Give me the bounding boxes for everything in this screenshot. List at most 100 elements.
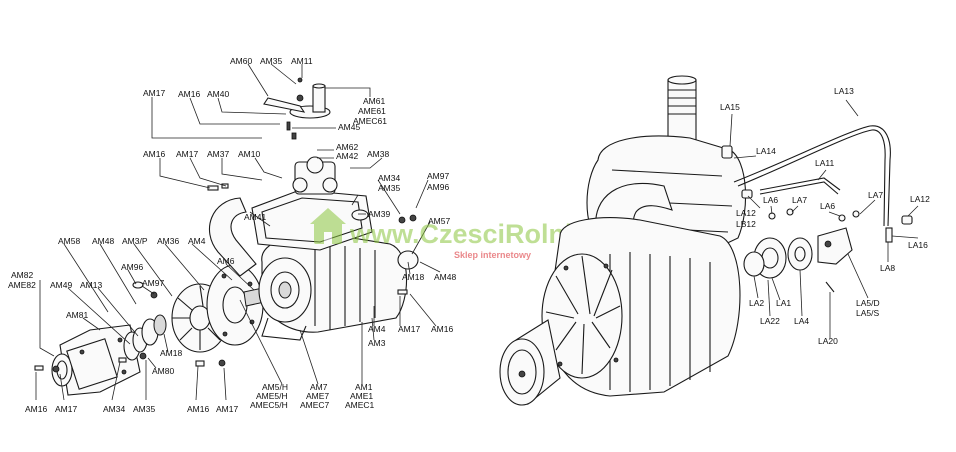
label-am42: AM42 — [336, 151, 358, 161]
label-am57: AM57 — [428, 216, 450, 226]
left-labels: AM60 AM35 AM11 AM61 AME61 AMEC61 AM17 AM… — [8, 56, 456, 414]
watermark-tagline: Sklep internetowy — [454, 250, 531, 260]
label-la6-a: LA6 — [763, 195, 778, 205]
lever-am60-drawing — [263, 77, 331, 140]
nut-am17-bl-drawing — [52, 365, 60, 373]
label-am35-bottom: AM35 — [133, 404, 155, 414]
label-la2: LA2 — [749, 298, 764, 308]
washer-am96-drawing — [398, 216, 406, 224]
label-am3p: AM3/P — [122, 236, 148, 246]
pump-body-am1-drawing — [258, 233, 408, 341]
label-amec7: AMEC7 — [300, 400, 330, 410]
label-am16-mid: AM16 — [143, 149, 165, 159]
label-am17-bottom-left: AM17 — [55, 404, 77, 414]
label-amec61: AMEC61 — [353, 116, 387, 126]
label-amec1: AMEC1 — [345, 400, 375, 410]
label-am37: AM37 — [207, 149, 229, 159]
label-am81: AM81 — [66, 310, 88, 320]
label-la4: LA4 — [794, 316, 809, 326]
label-am16-bottom-left: AM16 — [25, 404, 47, 414]
label-ame1: AME1 — [350, 391, 373, 401]
label-am18-bottom: AM18 — [160, 348, 182, 358]
label-am38: AM38 — [367, 149, 389, 159]
label-am6: AM6 — [217, 256, 235, 266]
label-la15: LA15 — [720, 102, 740, 112]
label-am48-left: AM48 — [92, 236, 114, 246]
filter-am39-drawing — [351, 209, 369, 221]
label-am7: AM7 — [310, 382, 328, 392]
label-am17-mid: AM17 — [176, 149, 198, 159]
nut-am35-drawing — [139, 352, 147, 360]
right-pump-assembly — [499, 75, 913, 406]
label-la22: LA22 — [760, 316, 780, 326]
label-la7-a: LA7 — [792, 195, 807, 205]
label-am36: AM36 — [157, 236, 179, 246]
label-am97-left: AM97 — [142, 278, 164, 288]
label-am34: AM34 — [378, 173, 400, 183]
flange-am81-drawing — [51, 314, 167, 396]
label-am62: AM62 — [336, 142, 358, 152]
label-ame82: AME82 — [8, 280, 36, 290]
label-am18-right: AM18 — [402, 272, 424, 282]
bolt-am34-drawing — [118, 357, 127, 363]
label-la8: LA8 — [880, 263, 895, 273]
label-la6-b: LA6 — [820, 201, 835, 211]
label-am17-top: AM17 — [143, 88, 165, 98]
label-am17-bottom-center: AM17 — [216, 404, 238, 414]
bolt-am16-right-drawing — [397, 289, 408, 295]
label-am11: AM11 — [291, 56, 313, 66]
label-am58: AM58 — [58, 236, 80, 246]
label-am40: AM40 — [207, 89, 229, 99]
label-am80: AM80 — [152, 366, 174, 376]
label-la16: LA16 — [908, 240, 928, 250]
label-la11: LA11 — [815, 158, 834, 168]
label-am41: AM41 — [244, 212, 266, 222]
label-am10: AM10 — [238, 149, 260, 159]
label-la12-left: LA12 — [736, 208, 756, 218]
label-am13: AM13 — [80, 280, 102, 290]
label-la12-right: LA12 — [910, 194, 930, 204]
label-am48-right: AM48 — [434, 272, 456, 282]
label-am49: AM49 — [50, 280, 72, 290]
label-am16-top: AM16 — [178, 89, 200, 99]
label-am60: AM60 — [230, 56, 252, 66]
bolt-am16-bl-drawing — [34, 365, 44, 371]
label-am3: AM3 — [368, 338, 386, 348]
label-am16-bottom-center: AM16 — [187, 404, 209, 414]
watermark-logo-icon — [310, 208, 346, 244]
label-am34-bottom: AM34 — [103, 404, 125, 414]
label-la13: LA13 — [834, 86, 854, 96]
bolt-am16-bottom-drawing — [195, 360, 205, 367]
front-cone-drawing — [499, 319, 561, 406]
nut-am97-drawing — [409, 214, 417, 222]
screw-am16-drawing — [207, 185, 219, 191]
label-amec5h: AMEC5/H — [250, 400, 288, 410]
label-ame7: AME7 — [306, 391, 329, 401]
label-am96-left: AM96 — [121, 262, 143, 272]
label-lb12: LB12 — [736, 219, 756, 229]
right-hardware-drawing — [721, 125, 913, 293]
nut-am17-bc-drawing — [218, 359, 226, 367]
label-am5h: AM5/H — [262, 382, 288, 392]
label-am1: AM1 — [355, 382, 373, 392]
label-am16-right: AM16 — [431, 324, 453, 334]
label-am96-right: AM96 — [427, 182, 449, 192]
coupling-am57-drawing — [397, 250, 419, 270]
elbow-am36-drawing — [208, 197, 257, 277]
label-am82: AM82 — [11, 270, 33, 280]
label-am35-top: AM35 — [260, 56, 282, 66]
label-ame5h: AME5/H — [256, 391, 288, 401]
side-flange-drawing — [541, 253, 623, 379]
left-leader-lines — [35, 63, 441, 401]
flange-plate-am4-drawing — [206, 264, 264, 346]
label-am45: AM45 — [338, 122, 360, 132]
label-am17-right: AM17 — [398, 324, 420, 334]
right-leader-lines — [729, 99, 919, 338]
right-labels: LA13 LA15 LA14 LA11 LA12 LA7 LA6 LA7 LA6… — [720, 86, 930, 346]
label-am35-mid: AM35 — [378, 183, 400, 193]
nut-am97-left-drawing — [150, 291, 158, 299]
label-la5s: LA5/S — [856, 308, 879, 318]
label-la7-top: LA7 — [868, 190, 883, 200]
